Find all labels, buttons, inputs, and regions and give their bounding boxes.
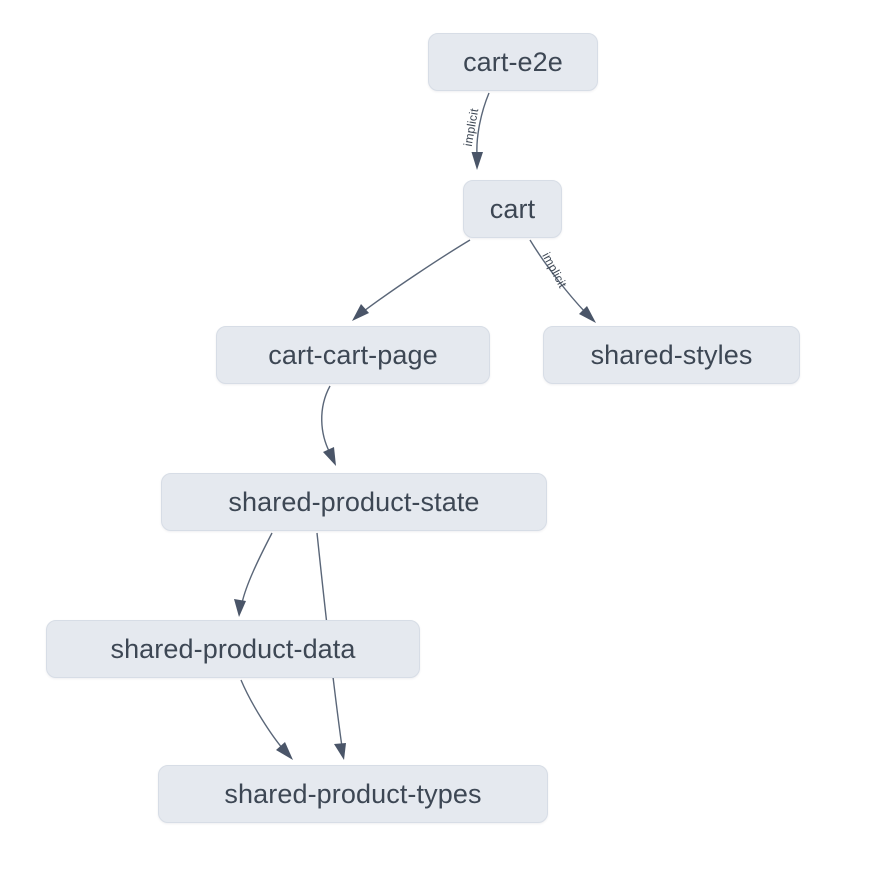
graph-node-label: shared-product-state bbox=[228, 486, 480, 517]
graph-node-label: cart bbox=[489, 193, 536, 224]
graph-node-label: shared-product-types bbox=[224, 778, 482, 809]
graph-node-shared-product-types[interactable]: shared-product-types bbox=[158, 765, 548, 823]
graph-node-label: shared-product-data bbox=[110, 633, 356, 664]
graph-node-label: cart-cart-page bbox=[268, 339, 438, 370]
graph-node-cart[interactable]: cart bbox=[463, 180, 562, 238]
graph-node-cart-e2e[interactable]: cart-e2e bbox=[428, 33, 598, 91]
graph-node-cart-cart-page[interactable]: cart-cart-page bbox=[216, 326, 490, 384]
graph-node-shared-styles[interactable]: shared-styles bbox=[543, 326, 800, 384]
graph-node-label: cart-e2e bbox=[463, 46, 563, 77]
graph-node-shared-product-state[interactable]: shared-product-state bbox=[161, 473, 547, 531]
graph-node-shared-product-data[interactable]: shared-product-data bbox=[46, 620, 420, 678]
graph-node-label: shared-styles bbox=[590, 339, 753, 370]
